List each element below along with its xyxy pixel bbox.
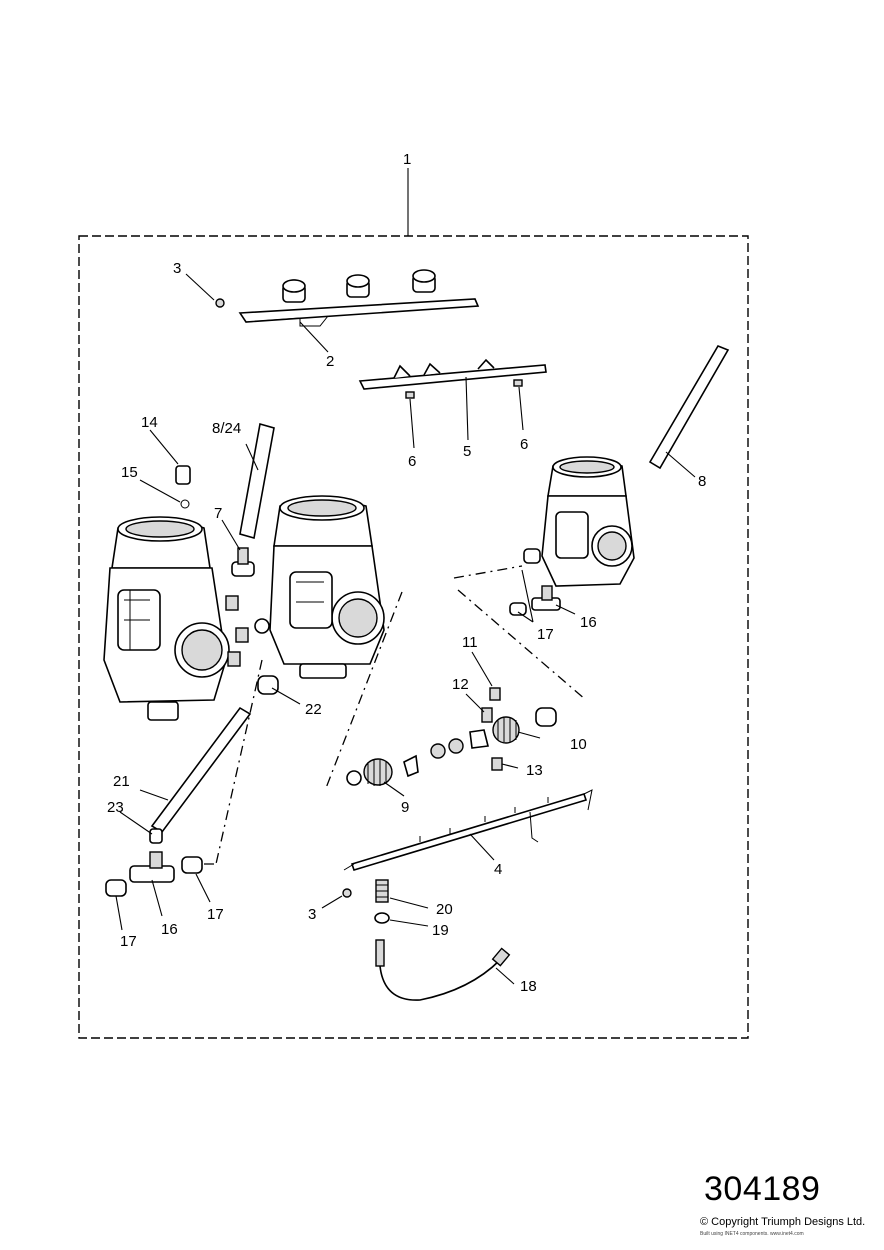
linkage-outline [453, 565, 587, 701]
throttle-shaft-4 [343, 789, 593, 871]
drain-hose-21 [150, 706, 252, 834]
spring-12 [481, 707, 493, 723]
callout-label: 1 [403, 151, 411, 168]
carburettor-centre [269, 495, 385, 679]
callout-label: 15 [121, 464, 138, 481]
cap-part [175, 465, 191, 485]
linkage-spring-10 [492, 716, 520, 744]
bush-part [535, 707, 557, 727]
callout-label: 6 [520, 436, 528, 453]
callout-label: 7 [214, 505, 222, 522]
cap-17-centre [181, 856, 203, 874]
screw-3-lower [342, 888, 352, 898]
callout-label: 9 [401, 799, 409, 816]
elbow-fitting-7 [231, 547, 255, 577]
cap-17-left [105, 879, 127, 897]
screw-13 [491, 757, 503, 771]
callout-label: 17 [207, 906, 224, 923]
idle-cable-18 [375, 939, 511, 1001]
clip-part [180, 499, 190, 509]
link-part [469, 729, 489, 749]
callout-label: 14 [141, 414, 158, 431]
cap-17-right-lower [509, 602, 527, 616]
callout-label: 13 [526, 762, 543, 779]
callout-label: 11 [462, 634, 478, 651]
callout-label: 22 [305, 701, 322, 718]
spring-part [235, 627, 249, 643]
tee-piece-16-left [129, 851, 175, 883]
callout-label: 4 [494, 861, 502, 878]
tee-piece-16-right [531, 585, 561, 611]
vent-hose-8 [648, 345, 730, 470]
washer-part [346, 770, 362, 786]
callout-label: 16 [161, 921, 178, 938]
nut-part [448, 738, 464, 754]
washer-19 [374, 912, 390, 924]
callout-label: 5 [463, 443, 471, 460]
linkage-outline [204, 659, 263, 865]
spring-part [225, 595, 239, 611]
screw-11 [489, 687, 501, 701]
carburettor-right [541, 456, 635, 587]
link-part [403, 754, 419, 778]
cap-23 [149, 828, 163, 844]
callout-label: 6 [408, 453, 416, 470]
callout-label: 20 [436, 901, 453, 918]
carburettor-left [103, 516, 230, 721]
callout-label: 3 [173, 260, 181, 277]
callout-label: 10 [570, 736, 587, 753]
callout-label: 8 [698, 473, 706, 490]
callout-label: 23 [107, 799, 124, 816]
washer-part [254, 618, 270, 634]
vent-hose-8-24 [239, 422, 275, 540]
copyright-notice: © Copyright Triumph Designs Ltd. [700, 1216, 866, 1228]
callout-label: 2 [326, 353, 334, 370]
callout-label: 3 [308, 906, 316, 923]
spring-part [227, 651, 241, 667]
built-with-note: Built using INET4 components. www.inet4.… [700, 1231, 804, 1237]
screw-part [215, 298, 225, 308]
fuel-rail-part [238, 269, 480, 327]
leader-lines [115, 168, 696, 985]
callout-label: 21 [113, 773, 130, 790]
callout-label: 19 [432, 922, 449, 939]
idle-spring-20 [375, 879, 389, 903]
callout-label: 16 [580, 614, 597, 631]
callout-label: 18 [520, 978, 537, 995]
callout-label: 12 [452, 676, 469, 693]
callout-label: 8/24 [212, 420, 241, 437]
callout-label: 17 [537, 626, 554, 643]
assembly-boundary [78, 235, 749, 1039]
linkage-spring-9 [363, 758, 393, 786]
diagram-reference-number: 304189 [704, 1170, 821, 1208]
callout-label: 17 [120, 933, 137, 950]
nut-part [430, 743, 446, 759]
bracket-part [358, 358, 547, 399]
cap-17-right-upper [523, 548, 541, 564]
cap-22 [257, 675, 279, 695]
